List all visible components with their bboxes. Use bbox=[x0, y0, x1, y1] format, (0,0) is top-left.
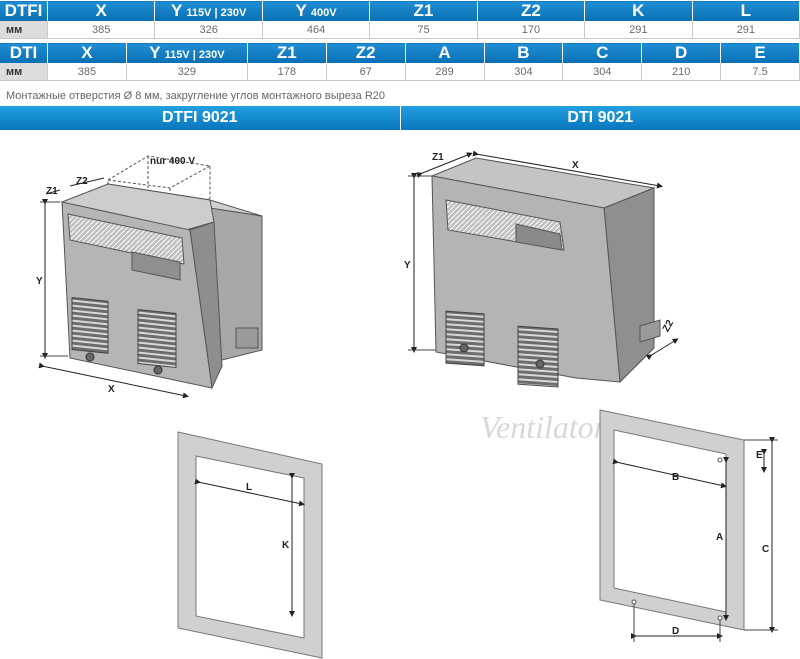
dtfi-dim-x: X bbox=[108, 384, 115, 395]
dtfi-dim-l: L bbox=[246, 482, 252, 493]
dtfi-model-cell: DTFI bbox=[0, 0, 48, 21]
dtfi-value-k: 291 bbox=[584, 21, 693, 39]
dtfi-value-x: 385 bbox=[47, 21, 156, 39]
dtfi-header-l: L bbox=[692, 0, 800, 21]
dti-header-x: X bbox=[47, 42, 127, 63]
section-title-dtfi: DTFI 9021 bbox=[0, 106, 400, 130]
dtfi-value-z2: 170 bbox=[477, 21, 586, 39]
dti-header-z1: Z1 bbox=[247, 42, 327, 63]
mounting-note: Монтажные отверстия Ø 8 мм, закругление … bbox=[6, 90, 386, 102]
dti-value-a: 289 bbox=[405, 63, 485, 81]
dti-header-a: A bbox=[405, 42, 485, 63]
dti-cutout-drawing: B A C E D bbox=[599, 409, 778, 642]
dtfi-value-y-low: 326 bbox=[154, 21, 263, 39]
dti-header-c: C bbox=[562, 42, 643, 63]
dti-value-x: 385 bbox=[47, 63, 127, 81]
dtfi-cutout-drawing: L K bbox=[177, 431, 323, 659]
dti-unit-illustration bbox=[430, 157, 661, 388]
dti-value-c: 304 bbox=[562, 63, 643, 81]
dti-dim-z1: Z1 bbox=[432, 152, 444, 163]
dtfi-unit-cell: мм bbox=[0, 21, 48, 39]
dtfi-header-z1: Z1 bbox=[369, 0, 478, 21]
dti-dim-y: Y bbox=[404, 260, 411, 271]
dtfi-value-l: 291 bbox=[692, 21, 800, 39]
technical-drawing: Ventilatorry.ru nur 400 V Y bbox=[36, 150, 778, 659]
dti-header-z2: Z2 bbox=[326, 42, 406, 63]
dtfi-unit-illustration: nur 400 V bbox=[60, 155, 263, 390]
dti-dim-x: X bbox=[572, 160, 579, 171]
dti-value-d: 210 bbox=[641, 63, 722, 81]
section-bars: DTFI 9021 DTI 9021 bbox=[0, 106, 800, 130]
dti-value-e: 7.5 bbox=[720, 63, 800, 81]
dti-dim-e: E bbox=[756, 450, 763, 461]
dtfi-dim-k: K bbox=[282, 540, 290, 551]
dti-value-z2: 67 bbox=[326, 63, 406, 81]
dti-value-b: 304 bbox=[484, 63, 564, 81]
dtfi-dim-z2: Z2 bbox=[76, 176, 88, 187]
dtfi-header-x: X bbox=[47, 0, 156, 21]
dtfi-value-row: мм 385 326 464 75 170 291 291 bbox=[0, 21, 800, 39]
dti-unit-cell: мм bbox=[0, 63, 48, 81]
dti-header-e: E bbox=[720, 42, 800, 63]
dti-value-z1: 178 bbox=[247, 63, 327, 81]
dtfi-value-z1: 75 bbox=[369, 21, 478, 39]
dti-value-y: 329 bbox=[126, 63, 248, 81]
dti-dim-a: A bbox=[716, 532, 723, 543]
dti-value-row: мм 385 329 178 67 289 304 304 210 7.5 bbox=[0, 63, 800, 81]
dti-header-d: D bbox=[641, 42, 722, 63]
dti-dim-z2: Z2 bbox=[661, 318, 677, 334]
dtfi-header-k: K bbox=[584, 0, 693, 21]
dtfi-dimensions: Y X Z1 Z2 bbox=[36, 176, 189, 399]
dti-dim-b: B bbox=[672, 472, 679, 483]
nur-400v-label: nur 400 V bbox=[150, 156, 195, 167]
dtfi-dim-z1: Z1 bbox=[46, 186, 58, 197]
dtfi-header-z2: Z2 bbox=[477, 0, 586, 21]
dtfi-dim-y: Y bbox=[36, 276, 43, 287]
dtfi-value-y-400: 464 bbox=[262, 21, 371, 39]
section-title-dti: DTI 9021 bbox=[399, 106, 800, 130]
dti-dim-d: D bbox=[672, 626, 679, 637]
dti-header-b: B bbox=[484, 42, 564, 63]
dti-dim-c: C bbox=[762, 544, 769, 555]
dti-model-cell: DTI bbox=[0, 42, 48, 63]
dti-dimensions: Y X Z1 Z2 bbox=[404, 150, 679, 361]
